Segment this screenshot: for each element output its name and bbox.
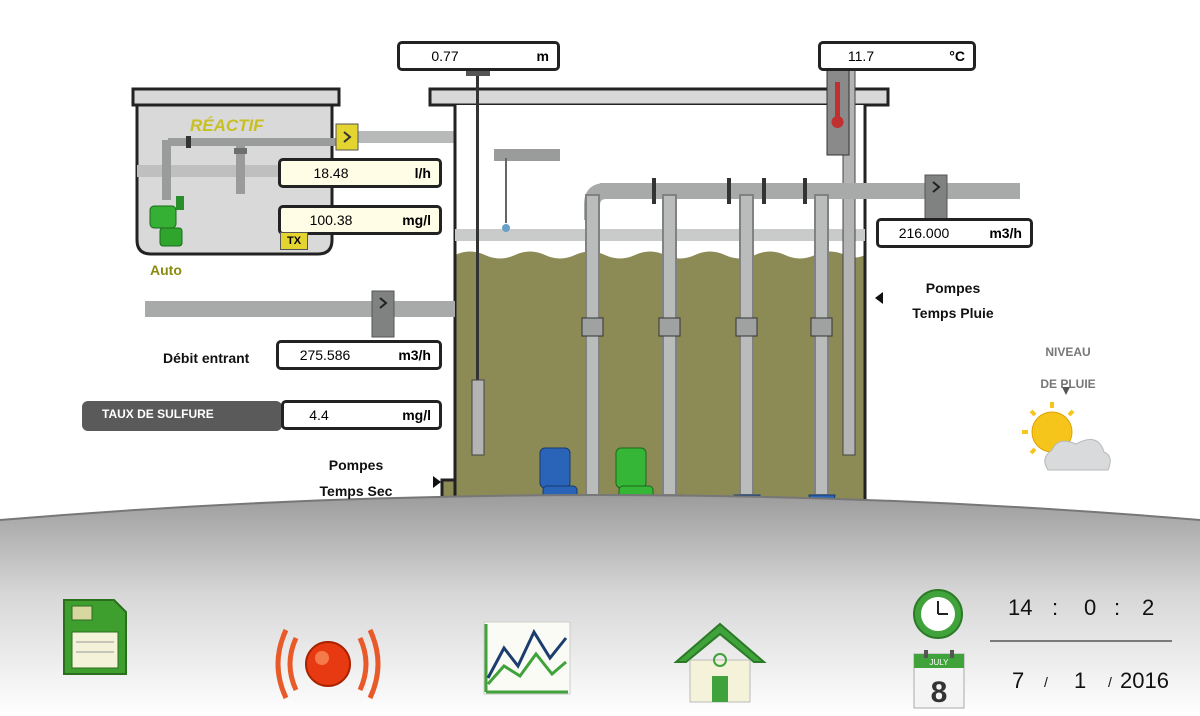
level-display: 0.77 m [397, 41, 560, 71]
date-display: 7 / 1 / 2016 [1012, 668, 1182, 696]
sulfide-label: TAUX DE SULFURE [102, 407, 214, 421]
outflow-unit: m3/h [989, 225, 1022, 241]
date-sep-2: / [1108, 674, 1112, 690]
reagent-flow-value: 18.48 [313, 165, 349, 181]
reagent-concentration-display: 100.38 mg/l [278, 205, 442, 235]
temperature-unit: °C [949, 48, 965, 64]
rain-pumps-line1: Pompes [925, 280, 981, 296]
trend-chart-icon[interactable] [478, 618, 574, 698]
clock-icon[interactable] [910, 588, 966, 640]
date-day: 7 [1012, 668, 1025, 693]
time-display: 14 : 0 : 2 [1008, 595, 1168, 623]
dry-pumps-label: Pompes Temps Sec [300, 452, 412, 504]
level-value: 0.77 [431, 48, 459, 64]
inflow-value: 275.586 [299, 347, 351, 363]
dry-pumps-line1: Pompes [328, 457, 384, 473]
rain-pumps-label: Pompes Temps Pluie [888, 276, 1018, 326]
calendar-day: 8 [931, 676, 948, 709]
time-sep-2: : [1114, 595, 1121, 620]
reagent-title: RÉACTIF [190, 116, 264, 135]
tx-badge[interactable]: TX [280, 232, 308, 250]
sd-card-icon[interactable] [60, 596, 128, 678]
date-year: 2016 [1120, 668, 1169, 693]
temperature-display: 11.7 °C [818, 41, 976, 71]
time-sep-1: : [1052, 595, 1059, 620]
date-month: 1 [1074, 668, 1087, 693]
inflow-unit: m3/h [398, 347, 431, 363]
outflow-display: 216.000 m3/h [876, 218, 1033, 248]
reagent-concentration-value: 100.38 [309, 212, 353, 228]
reagent-mode-label: Auto [150, 262, 182, 278]
home-icon[interactable] [672, 620, 768, 706]
sulfide-value: 4.4 [309, 407, 329, 423]
sulfide-display: 4.4 mg/l [281, 400, 442, 430]
reagent-concentration-unit: mg/l [402, 212, 431, 228]
inflow-display: 275.586 m3/h [276, 340, 442, 370]
rain-level-line2: DE PLUIE [1040, 377, 1096, 391]
calendar-icon[interactable]: JULY 8 [912, 648, 966, 710]
weather-sun-cloud-icon [1022, 387, 1111, 471]
reagent-flow-display: 18.48 l/h [278, 158, 442, 188]
alarm-icon[interactable] [268, 620, 388, 704]
calendar-header: JULY [930, 658, 950, 667]
outflow-value: 216.000 [898, 225, 950, 241]
time-hours: 14 [1008, 595, 1033, 620]
time-seconds: 2 [1142, 595, 1155, 620]
dry-pumps-line2: Temps Sec [319, 483, 393, 499]
inflow-label: Débit entrant [163, 350, 250, 366]
rain-level-label: NIVEAU DE PLUIE [1018, 336, 1118, 400]
sulfide-unit: mg/l [402, 407, 431, 423]
level-unit: m [536, 48, 549, 64]
reagent-flow-unit: l/h [414, 165, 431, 181]
rain-pumps-line2: Temps Pluie [912, 305, 994, 321]
date-sep-1: / [1044, 674, 1048, 690]
time-minutes: 0 [1084, 595, 1097, 620]
temperature-value: 11.7 [847, 48, 875, 64]
rain-level-line1: NIVEAU [1045, 345, 1091, 359]
